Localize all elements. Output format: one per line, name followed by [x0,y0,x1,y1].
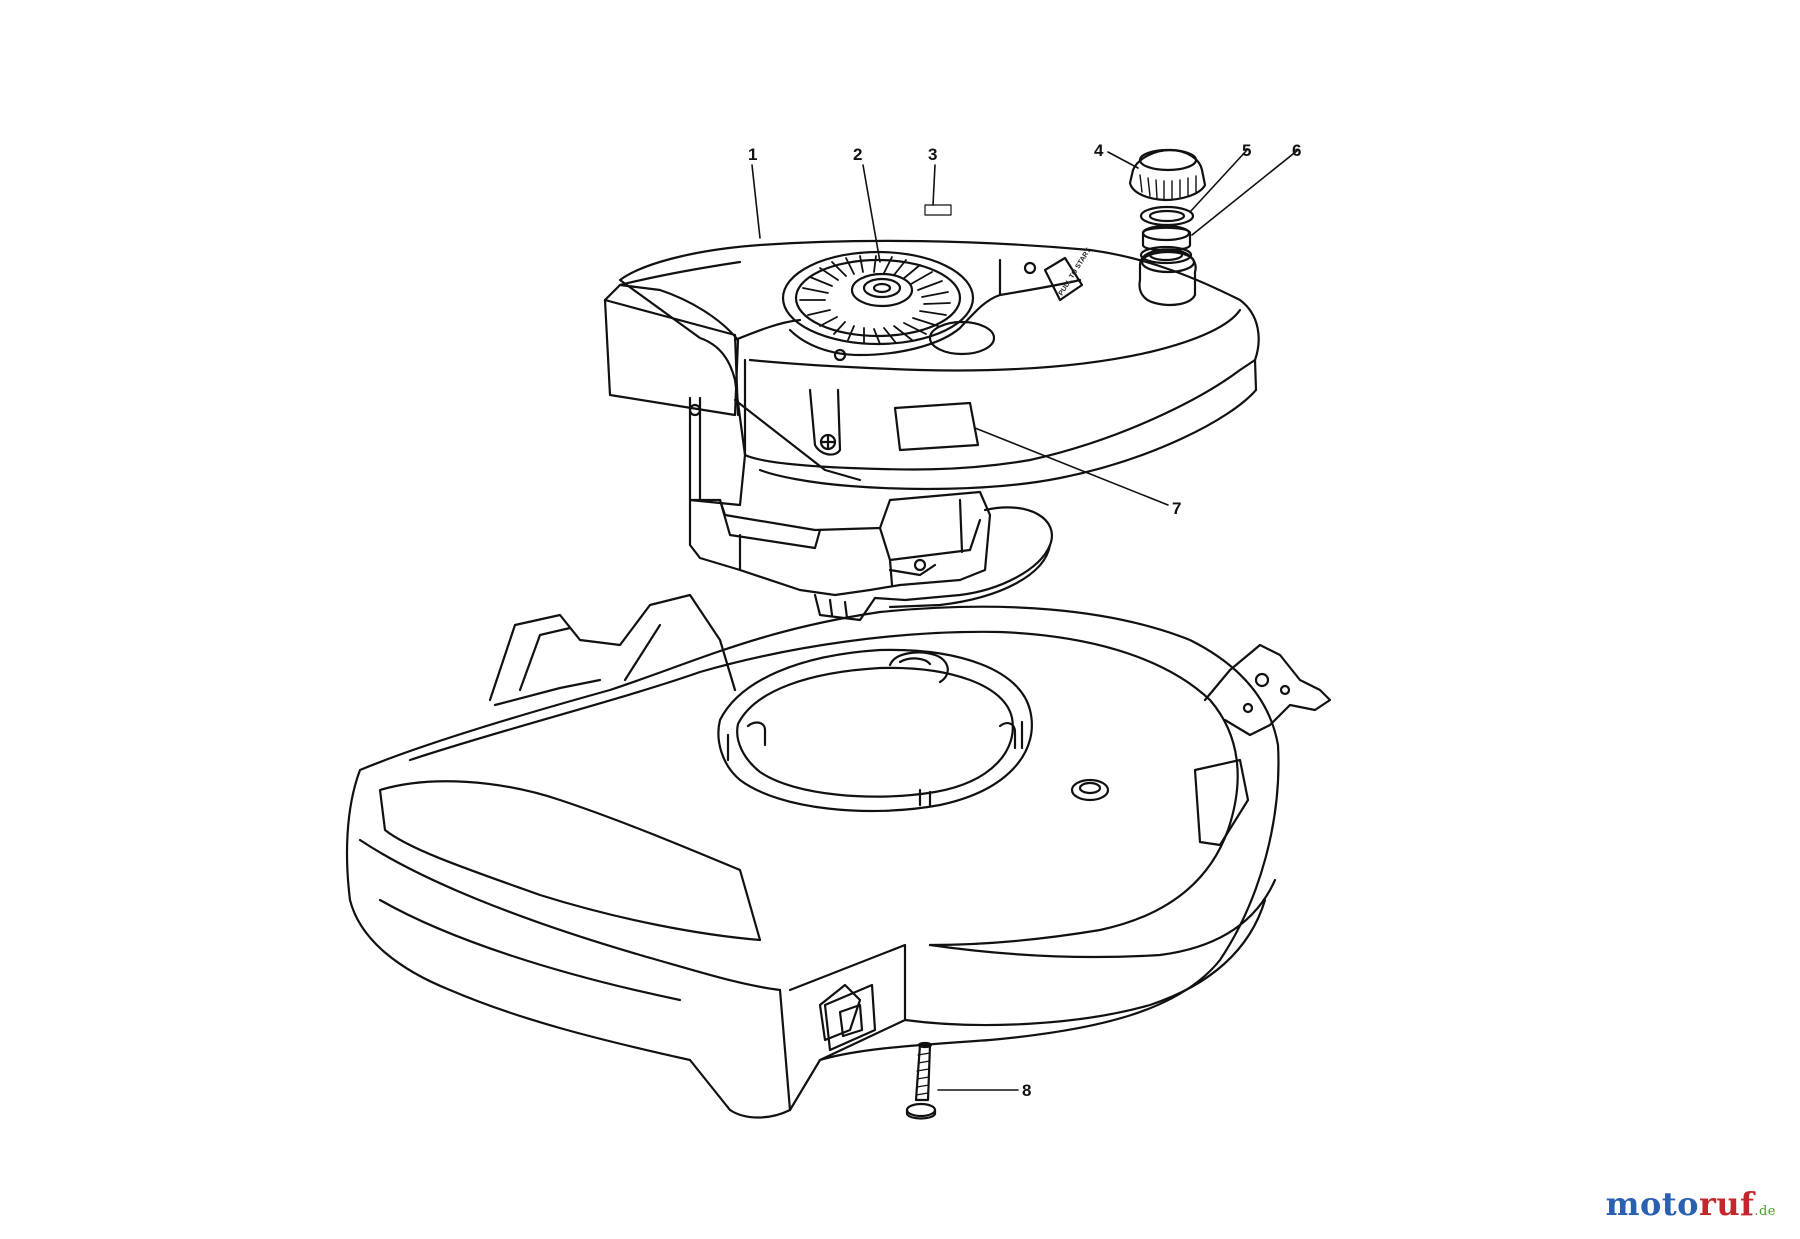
callout-7: 7 [1172,499,1181,518]
callout-3: 3 [928,145,937,164]
callout-2: 2 [853,145,862,164]
motoruf-watermark-logo: motoruf.de [1606,1185,1776,1223]
mower-deck [345,593,1332,1119]
watermark-part-ruf: ruf [1698,1185,1755,1223]
leader-lines [751,149,1299,1091]
callout-4: 4 [1094,141,1104,160]
callout-6: 6 [1292,141,1301,160]
callout-5: 5 [1242,141,1251,160]
watermark-domain: .de [1754,1204,1776,1219]
callout-8: 8 [1022,1081,1031,1100]
fuel-cap-group [1128,148,1207,265]
callout-1: 1 [748,145,757,164]
watermark-part-moto: moto [1605,1185,1699,1223]
bolt-part [905,1041,937,1120]
engine-assembly [603,239,1260,622]
